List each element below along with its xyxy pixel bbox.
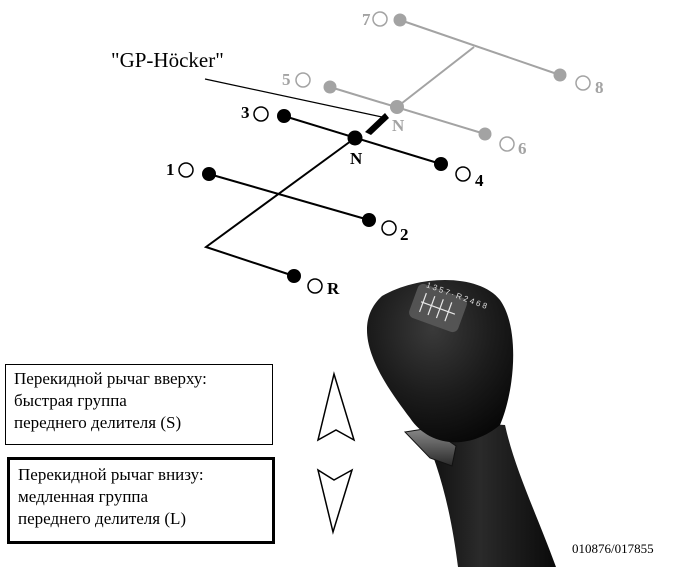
gear-1-dot [202,167,216,181]
legend-down-line-1: Перекидной рычаг внизу: [18,465,204,484]
gear-1-label: 1 [166,160,175,179]
gear-7-label: 7 [362,10,371,29]
legend-down-line-2: медленная группа [18,487,149,506]
lower-open-circles [178,106,471,294]
hump-marker [365,113,389,135]
knob-shift-pattern [409,283,467,333]
legend-box-range-up: Перекидной рычаг вверху: быстрая группа … [5,364,273,445]
neutral-label: N [350,149,363,168]
gear-8-dot [553,68,567,82]
upper-neutral-label: N [392,116,405,135]
gear-2-dot [362,213,376,227]
upper-shift-pattern [329,19,561,135]
knob-head [366,279,514,443]
legend-down-line-3: переднего делителя (L) [18,509,187,528]
upper-gear-dots [323,13,567,141]
gear-4-dot [434,157,448,171]
arrow-down-icon [316,468,354,535]
legend-box-range-down: Перекидной рычаг внизу: медленная группа… [7,457,275,544]
gear-knob: 1 3 5 7 · R 2 4 6 8 [366,279,556,567]
lower-shift-pattern [203,115,442,277]
legend-up-line-3: переднего делителя (S) [14,413,182,432]
hump-leader-line [204,78,383,118]
upper-open-circles [295,11,591,152]
gear-r-dot [287,269,301,283]
upper-neutral-dot [390,100,404,114]
legend-up-line-1: Перекидной рычаг вверху: [14,369,207,388]
gear-5-dot [323,80,337,94]
gear-2-label: 2 [400,225,409,244]
gear-7-dot [393,13,407,27]
hump-label: "GP-Höcker" [111,48,224,72]
gear-3-dot [277,109,291,123]
gear-8-label: 8 [595,78,604,97]
legend-up-line-2: быстрая группа [14,391,127,410]
gear-5-label: 5 [282,70,291,89]
neutral-dot [347,130,363,146]
gear-6-dot [478,127,492,141]
arrow-up-icon [316,371,356,442]
document-code: 010876/017855 [572,541,654,556]
gear-r-label: R [327,279,340,298]
lower-gear-dots [202,109,448,283]
gear-3-label: 3 [241,103,250,122]
gear-4-label: 4 [475,171,484,190]
gear-6-label: 6 [518,139,527,158]
